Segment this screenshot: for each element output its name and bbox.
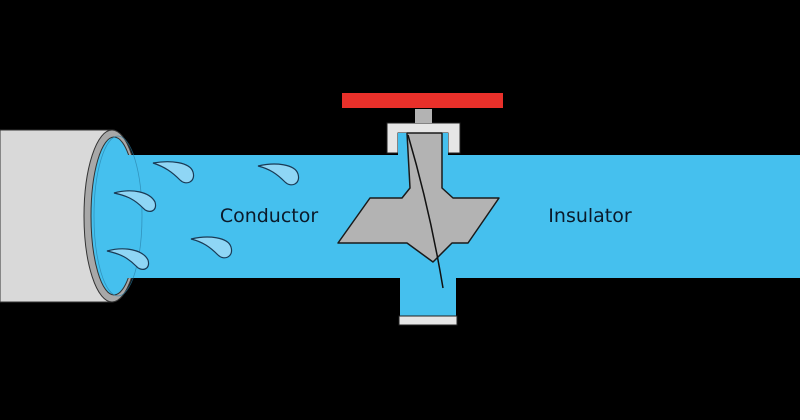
water-droplet — [257, 163, 300, 186]
insulator-label: Insulator — [548, 205, 632, 227]
valve-bottom-cap — [398, 315, 458, 326]
valve-lower-body — [400, 277, 456, 317]
conductor-label: Conductor — [219, 205, 319, 227]
valve-disc — [337, 132, 500, 263]
valve-handle — [342, 93, 503, 108]
valve-crack-line — [407, 134, 444, 289]
water-droplet — [152, 161, 195, 184]
water-droplet — [190, 236, 233, 259]
water-droplet — [106, 248, 150, 270]
valve-stem — [415, 109, 432, 123]
water-stream-edge — [93, 135, 143, 297]
water-droplet — [113, 190, 157, 212]
